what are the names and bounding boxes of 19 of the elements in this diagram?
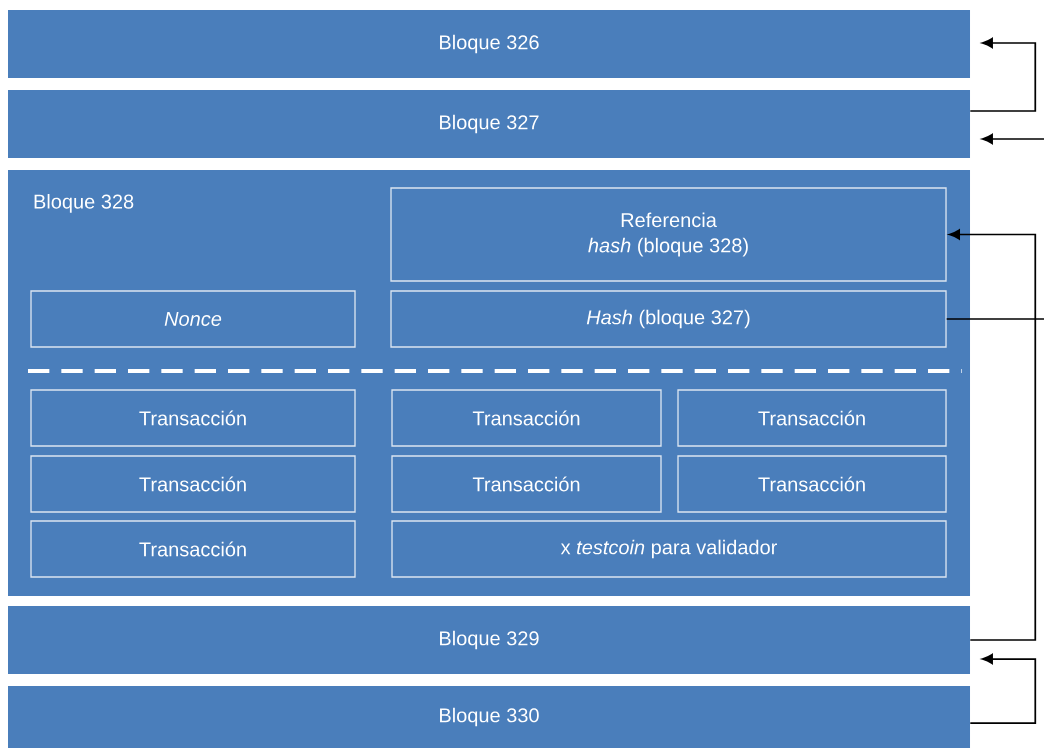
block-bar: Bloque 326 — [8, 10, 970, 78]
block-bar: Bloque 329 — [8, 606, 970, 674]
arrow — [948, 229, 1037, 641]
field-box: Transacción — [30, 389, 356, 447]
field-box: Transacción — [391, 455, 662, 513]
field-box: Transacción — [391, 389, 662, 447]
field-box: Transacción — [30, 520, 356, 578]
field-box: Referencia hash (bloque 328) — [390, 187, 947, 282]
block-bar: Bloque 330 — [8, 686, 970, 748]
arrow — [969, 37, 1037, 112]
block-bar: Bloque 327 — [8, 90, 970, 158]
field-box: Transacción — [30, 455, 356, 513]
field-box: Hash (bloque 327) — [390, 290, 947, 348]
arrow — [969, 653, 1037, 724]
field-box: Nonce — [30, 290, 356, 348]
field-box: x testcoin para validador — [391, 520, 947, 578]
arrow — [981, 133, 1044, 145]
field-box: Transacción — [677, 455, 947, 513]
field-box: Transacción — [677, 389, 947, 447]
